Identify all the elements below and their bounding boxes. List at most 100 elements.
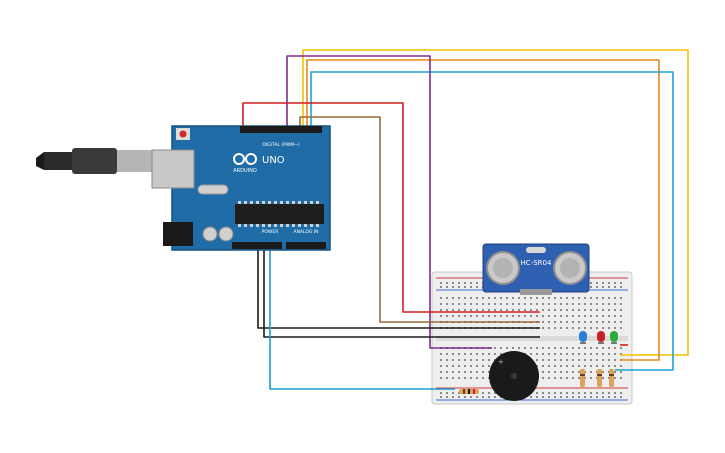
breadboard-hole	[560, 353, 562, 355]
led-blue[interactable]	[579, 331, 587, 344]
breadboard-hole	[572, 315, 574, 317]
wire-teal[interactable]	[310, 71, 674, 371]
breadboard-hole	[530, 353, 532, 355]
breadboard-hole	[560, 309, 562, 311]
sensor-transducer-left-mesh	[493, 258, 513, 278]
breadboard-hole	[578, 396, 580, 398]
breadboard-hole	[620, 377, 622, 379]
chip-pin	[238, 224, 241, 227]
breadboard-hole	[554, 392, 556, 394]
breadboard-hole	[452, 353, 454, 355]
breadboard-hole	[530, 309, 532, 311]
breadboard-hole	[548, 371, 550, 373]
breadboard-hole	[542, 371, 544, 373]
breadboard-hole	[440, 377, 442, 379]
breadboard-hole	[470, 303, 472, 305]
breadboard-hole	[452, 392, 454, 394]
breadboard-hole	[440, 297, 442, 299]
breadboard-hole	[572, 359, 574, 361]
breadboard-hole	[548, 297, 550, 299]
breadboard-hole	[620, 286, 622, 288]
breadboard-hole	[476, 282, 478, 284]
chip-pins	[238, 201, 319, 227]
breadboard-hole	[548, 359, 550, 361]
breadboard-hole	[530, 396, 532, 398]
breadboard-hole	[590, 286, 592, 288]
breadboard-hole	[578, 392, 580, 394]
breadboard-hole	[476, 297, 478, 299]
breadboard-hole	[536, 396, 538, 398]
breadboard-hole	[596, 327, 598, 329]
resistor-1[interactable]	[459, 389, 479, 394]
wire-orange[interactable]	[306, 59, 660, 361]
breadboard-hole	[590, 377, 592, 379]
breadboard-hole	[470, 297, 472, 299]
breadboard-hole	[560, 347, 562, 349]
breadboard-hole	[620, 321, 622, 323]
breadboard-hole	[464, 371, 466, 373]
breadboard-hole	[554, 377, 556, 379]
arduino-uno[interactable]: ARDUINO UNO DIGITAL (PWM~) POWER ANALOG …	[36, 125, 331, 251]
breadboard-hole	[614, 392, 616, 394]
breadboard-hole	[458, 392, 460, 394]
breadboard-hole	[596, 359, 598, 361]
wire-brown[interactable]	[299, 116, 540, 323]
breadboard-hole	[614, 321, 616, 323]
breadboard-hole	[536, 315, 538, 317]
resistor-3[interactable]	[597, 369, 602, 387]
breadboard-hole	[512, 303, 514, 305]
wire-red[interactable]	[242, 102, 540, 313]
breadboard-hole	[584, 347, 586, 349]
breadboard-hole	[464, 396, 466, 398]
breadboard-hole	[608, 315, 610, 317]
breadboard-hole	[470, 282, 472, 284]
breadboard-hole	[548, 396, 550, 398]
resistor-2[interactable]	[580, 369, 585, 387]
wire-black-2[interactable]	[263, 246, 540, 338]
piezo-buzzer[interactable]: +	[489, 351, 539, 401]
breadboard-hole	[554, 315, 556, 317]
breadboard-hole	[446, 377, 448, 379]
led-red[interactable]	[597, 331, 605, 344]
breadboard-hole	[578, 371, 580, 373]
chip-pin	[298, 201, 301, 204]
breadboard-hole	[572, 377, 574, 379]
resistor-1-band-b	[468, 389, 470, 394]
breadboard-hole	[566, 303, 568, 305]
breadboard-hole	[536, 392, 538, 394]
reset-button-cap	[179, 130, 187, 138]
breadboard-hole	[452, 365, 454, 367]
breadboard-hole	[590, 297, 592, 299]
breadboard-hole	[488, 303, 490, 305]
wire-yellow[interactable]	[302, 49, 689, 356]
breadboard-hole	[488, 377, 490, 379]
breadboard-hole	[584, 327, 586, 329]
breadboard-hole	[446, 315, 448, 317]
resistor-4[interactable]	[609, 369, 614, 387]
breadboard-hole	[566, 365, 568, 367]
breadboard-hole	[464, 365, 466, 367]
breadboard-hole	[614, 371, 616, 373]
wire-blue[interactable]	[269, 246, 455, 390]
chip-pin	[280, 224, 283, 227]
breadboard-hole	[494, 315, 496, 317]
led-green-leg	[611, 342, 617, 344]
ultrasonic-sensor[interactable]: HC-SR04	[482, 243, 590, 295]
wire-black-1[interactable]	[257, 246, 540, 329]
breadboard-hole	[572, 371, 574, 373]
breadboard-hole	[440, 359, 442, 361]
led-green[interactable]	[610, 331, 618, 344]
chip-pin	[250, 224, 253, 227]
breadboard-hole	[524, 297, 526, 299]
breadboard-hole	[518, 347, 520, 349]
breadboard-hole	[584, 309, 586, 311]
breadboard-hole	[482, 377, 484, 379]
breadboard-hole	[578, 359, 580, 361]
breadboard-hole	[578, 309, 580, 311]
wire-purple[interactable]	[286, 55, 492, 349]
breadboard-hole	[506, 297, 508, 299]
breadboard-hole	[476, 315, 478, 317]
breadboard-hole	[554, 309, 556, 311]
breadboard-hole	[572, 347, 574, 349]
breadboard-hole	[614, 347, 616, 349]
